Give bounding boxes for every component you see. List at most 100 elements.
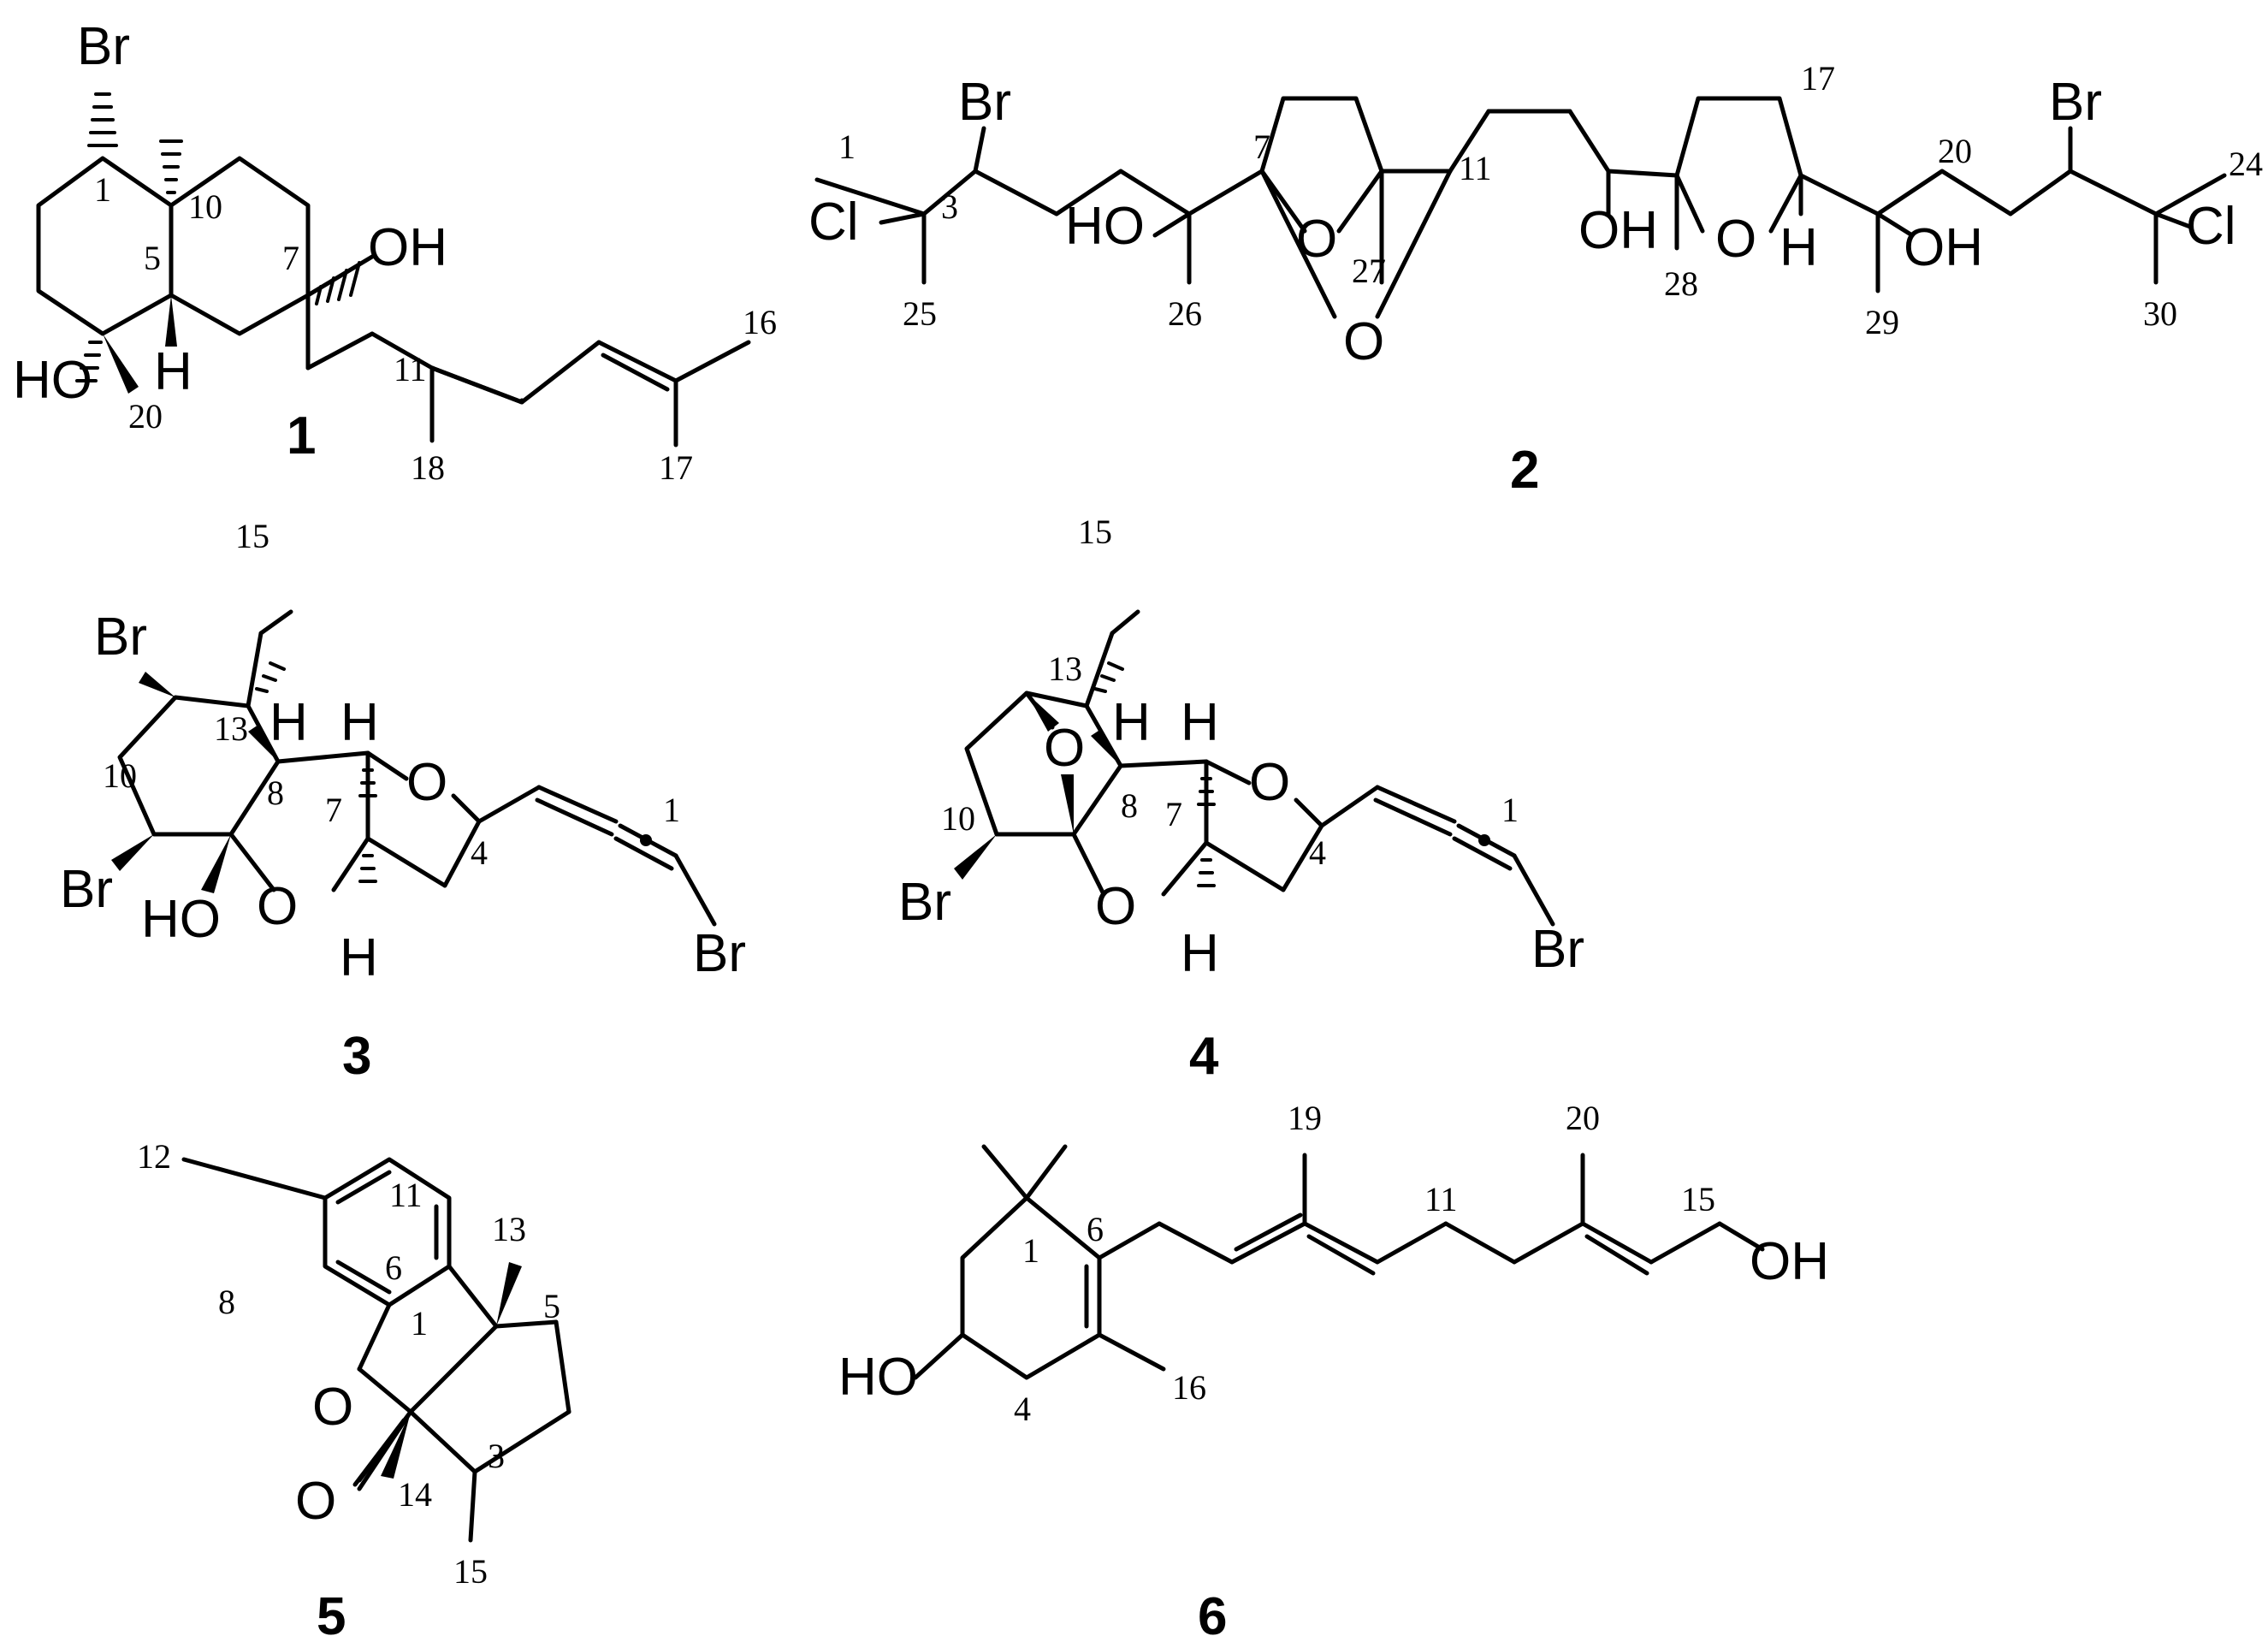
locant: 8	[267, 774, 284, 812]
atom-label: Br	[898, 873, 951, 932]
locant: 18	[411, 448, 445, 487]
locant: 20	[128, 397, 163, 436]
compound-5: O O 12 11 13 8 6 1 5 3 14 15 5	[137, 1137, 571, 1642]
locant: 11	[389, 1176, 423, 1214]
locant: 4	[471, 833, 488, 872]
locant: 7	[325, 791, 342, 829]
atom-label: HO	[838, 1348, 918, 1407]
compound-4: O Br O O H H H Br 15 13 10 8 7 4 1 4	[898, 513, 1584, 1086]
locant: 8	[1121, 786, 1138, 825]
atom-label: O	[1044, 719, 1085, 778]
atom-label: OH	[1904, 218, 1983, 277]
locant: 3	[488, 1437, 505, 1475]
atom-label: HO	[1065, 197, 1145, 256]
compound-number: 5	[317, 1587, 346, 1642]
locant: 15	[1078, 513, 1112, 551]
locant: 17	[1801, 59, 1835, 98]
atom-label: H	[340, 928, 378, 987]
atom-label: OH	[1578, 201, 1658, 260]
atom-label: Cl	[2186, 197, 2236, 256]
atom-label: OH	[1750, 1232, 1829, 1291]
locant: 13	[214, 709, 248, 748]
locant: 12	[137, 1137, 171, 1176]
locant: 1	[94, 170, 111, 209]
compound-number: 3	[342, 1027, 371, 1086]
locant: 6	[385, 1248, 402, 1287]
locant: 8	[218, 1283, 235, 1321]
locant: 13	[492, 1210, 526, 1248]
atom-label: H	[340, 693, 379, 752]
compound-6: HO OH 19 20 1 6 11 15 4 16 6	[838, 1099, 1829, 1642]
atom-label: HO	[13, 351, 92, 410]
locant: 14	[398, 1475, 432, 1514]
locant: 13	[1048, 649, 1082, 688]
atom-label: Br	[77, 17, 130, 76]
atom-label: O	[295, 1472, 336, 1531]
atom-label: H	[1779, 218, 1818, 277]
locant: 7	[282, 239, 299, 277]
atom-label: H	[154, 342, 192, 401]
atom-label: H	[1112, 693, 1151, 752]
atom-label: H	[269, 693, 308, 752]
locant: 30	[2143, 294, 2177, 333]
atom-label: O	[1343, 312, 1384, 371]
locant: 15	[235, 517, 269, 555]
locant: 15	[453, 1552, 488, 1591]
locant: 24	[2229, 145, 2263, 183]
locant: 1	[1501, 791, 1519, 829]
compound-number: 6	[1198, 1587, 1227, 1642]
locant: 17	[659, 448, 693, 487]
atom-label: O	[406, 753, 447, 812]
locant: 4	[1014, 1390, 1031, 1428]
locant: 11	[394, 350, 427, 388]
compound-number: 2	[1510, 441, 1539, 500]
atom-label: Br	[60, 860, 113, 919]
atom-label: H	[1181, 924, 1219, 983]
locant: 10	[103, 756, 137, 795]
atom-label: O	[257, 877, 298, 936]
locant: 16	[743, 303, 777, 341]
locant: 7	[1165, 795, 1182, 833]
locant: 1	[411, 1304, 428, 1343]
locant: 26	[1168, 294, 1202, 333]
atom-label: O	[312, 1378, 353, 1437]
locant: 4	[1309, 833, 1326, 872]
locant: 11	[1424, 1180, 1458, 1218]
locant: 27	[1352, 252, 1386, 290]
atom-label: O	[1296, 210, 1337, 269]
atom-label: O	[1249, 753, 1290, 812]
atom-label: Br	[693, 924, 746, 983]
locant: 20	[1938, 132, 1972, 170]
compound-1: Br OH HO H 1 10 5 7 11 16 17 18 20 1	[13, 17, 777, 487]
atom-label: H	[1181, 693, 1219, 752]
locant: 16	[1172, 1368, 1206, 1407]
atom-label: Br	[958, 73, 1011, 132]
locant: 3	[941, 187, 958, 226]
locant: 15	[1681, 1180, 1715, 1218]
locant: 7	[1253, 127, 1270, 166]
locant: 1	[663, 791, 680, 829]
locant: 10	[188, 187, 222, 226]
atom-label: O	[1715, 210, 1756, 269]
atom-label: Br	[1531, 920, 1584, 979]
compound-2: Br Cl HO O O OH O H OH Br Cl 1 3 25 26 7…	[808, 59, 2263, 500]
atom-label: O	[1095, 877, 1136, 936]
locant: 28	[1664, 264, 1698, 303]
compound-number: 4	[1189, 1027, 1219, 1086]
atom-label: Cl	[808, 193, 859, 252]
locant: 11	[1459, 149, 1492, 187]
locant: 19	[1288, 1099, 1322, 1137]
compound-number: 1	[287, 406, 316, 465]
atom-label: Br	[94, 608, 147, 667]
locant: 6	[1087, 1210, 1104, 1248]
locant: 20	[1566, 1099, 1600, 1137]
atom-label: OH	[368, 218, 447, 277]
atom-label: Br	[2049, 73, 2102, 132]
compound-3: Br Br HO O O H H H Br 15 13 10 8 7 4 1 3	[60, 517, 746, 1086]
locant: 10	[941, 799, 975, 838]
locant: 1	[1022, 1231, 1039, 1270]
locant: 5	[543, 1287, 560, 1325]
locant: 5	[144, 239, 161, 277]
locant: 1	[838, 127, 856, 166]
